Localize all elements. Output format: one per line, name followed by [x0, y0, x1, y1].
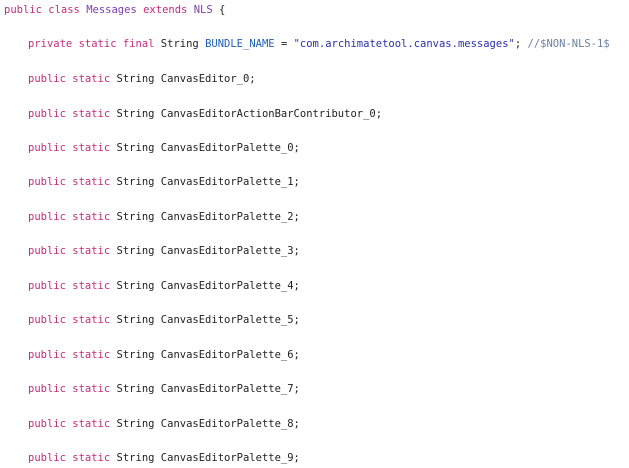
assign-operator: = [280, 38, 288, 50]
field-name: CanvasEditorPalette_1; [160, 176, 300, 189]
keyword-public: public [28, 452, 66, 464]
keyword-final: final [122, 38, 155, 50]
field-name: CanvasEditorPalette_5; [160, 314, 300, 327]
keyword-static: static [78, 38, 117, 50]
keyword-public: public [28, 245, 66, 258]
open-brace: { [219, 4, 226, 16]
field-name: CanvasEditorPalette_4; [160, 279, 300, 292]
keyword-static: static [72, 73, 111, 85]
field-declaration-line: public static String CanvasEditorPalette… [28, 140, 300, 156]
bundle-name-constant: BUNDLE_NAME [205, 38, 275, 50]
type-string: String [116, 279, 155, 292]
field-declaration-line: public static String CanvasEditorActionB… [28, 106, 382, 122]
bundle-name-string: "com.archimatetool.canvas.messages" [293, 38, 515, 50]
type-string: String [116, 452, 155, 464]
type-string: String [116, 348, 155, 361]
semicolon: ; [514, 38, 522, 50]
field-name: CanvasEditorPalette_2; [160, 210, 300, 223]
type-string: String [116, 107, 155, 120]
keyword-public: public [4, 4, 42, 16]
keyword-public: public [28, 314, 66, 327]
field-declaration-line: public static String CanvasEditorPalette… [28, 312, 300, 328]
keyword-static: static [72, 452, 111, 464]
class-declaration-line: public class Messages extends NLS { [4, 2, 225, 18]
bundle-name-line: private static final String BUNDLE_NAME … [28, 36, 610, 52]
field-name: CanvasEditorPalette_7; [160, 383, 300, 396]
field-declaration-line: public static String CanvasEditor_0; [28, 71, 256, 87]
field-name: CanvasEditorPalette_0; [160, 141, 300, 154]
keyword-public: public [28, 73, 66, 85]
field-name: CanvasEditor_0; [160, 73, 256, 85]
nls-comment: //$NON-NLS-1$ [527, 38, 610, 50]
keyword-static: static [72, 107, 111, 120]
keyword-static: static [72, 314, 111, 327]
field-declaration-line: public static String CanvasEditorPalette… [28, 450, 300, 466]
field-name: CanvasEditorPalette_3; [160, 245, 300, 258]
keyword-static: static [72, 210, 111, 223]
keyword-private: private [28, 38, 73, 50]
keyword-extends: extends [143, 4, 188, 16]
keyword-static: static [72, 141, 111, 154]
type-string: String [116, 417, 155, 430]
keyword-public: public [28, 107, 66, 120]
keyword-public: public [28, 141, 66, 154]
keyword-static: static [72, 245, 111, 258]
keyword-public: public [28, 279, 66, 292]
type-string: String [116, 383, 155, 396]
keyword-public: public [28, 383, 66, 396]
type-string: String [116, 210, 155, 223]
field-name: CanvasEditorPalette_9; [160, 452, 300, 464]
field-name: CanvasEditorActionBarContributor_0; [160, 107, 383, 120]
superclass-name: NLS [193, 4, 213, 16]
type-string: String [116, 245, 155, 258]
keyword-static: static [72, 417, 111, 430]
field-declaration-line: public static String CanvasEditorPalette… [28, 416, 300, 432]
keyword-public: public [28, 176, 66, 189]
keyword-static: static [72, 279, 111, 292]
field-declaration-line: public static String CanvasEditorPalette… [28, 381, 300, 397]
keyword-static: static [72, 383, 111, 396]
type-string: String [116, 141, 155, 154]
field-declaration-line: public static String CanvasEditorPalette… [28, 243, 300, 259]
type-string: String [116, 176, 155, 189]
type-string: String [160, 38, 199, 50]
keyword-public: public [28, 210, 66, 223]
keyword-class: class [48, 4, 80, 16]
type-string: String [116, 314, 155, 327]
class-name: Messages [86, 4, 137, 16]
keyword-public: public [28, 417, 66, 430]
keyword-static: static [72, 176, 111, 189]
field-name: CanvasEditorPalette_6; [160, 348, 300, 361]
field-declaration-line: public static String CanvasEditorPalette… [28, 278, 300, 294]
field-name: CanvasEditorPalette_8; [160, 417, 300, 430]
type-string: String [116, 73, 155, 85]
keyword-public: public [28, 348, 66, 361]
keyword-static: static [72, 348, 111, 361]
field-declaration-line: public static String CanvasEditorPalette… [28, 209, 300, 225]
field-declaration-line: public static String CanvasEditorPalette… [28, 347, 300, 363]
field-declaration-line: public static String CanvasEditorPalette… [28, 174, 300, 190]
